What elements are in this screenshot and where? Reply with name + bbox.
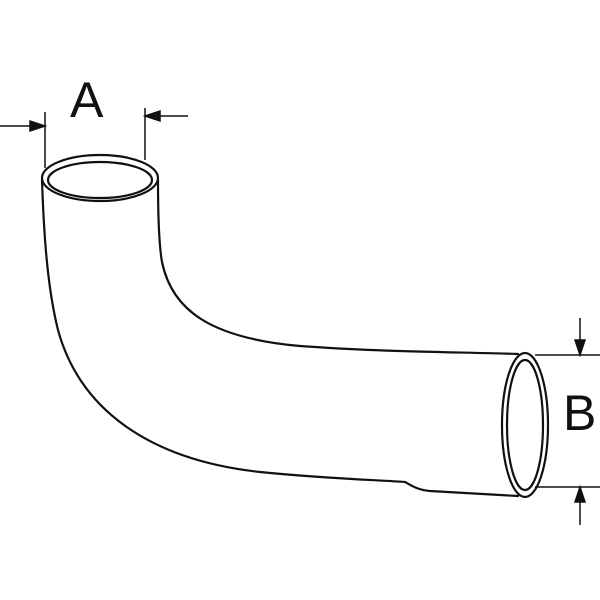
dimension-b-arrowhead-bottom xyxy=(573,484,587,503)
dimension-a-label: A xyxy=(70,72,104,128)
dimension-b-label: B xyxy=(563,385,597,441)
hose-inner-outline xyxy=(156,178,520,356)
dimension-a-arrowhead-right xyxy=(142,109,161,123)
inlet-opening-outer xyxy=(40,153,160,203)
dimension-a-arrowhead-left xyxy=(29,119,48,133)
dimension-b-arrowhead-top xyxy=(573,339,587,358)
outlet-opening-inner xyxy=(505,358,545,492)
inlet-opening-inner xyxy=(46,160,154,200)
outlet-opening-outer xyxy=(500,351,550,499)
hose-outer-outline xyxy=(40,178,520,498)
